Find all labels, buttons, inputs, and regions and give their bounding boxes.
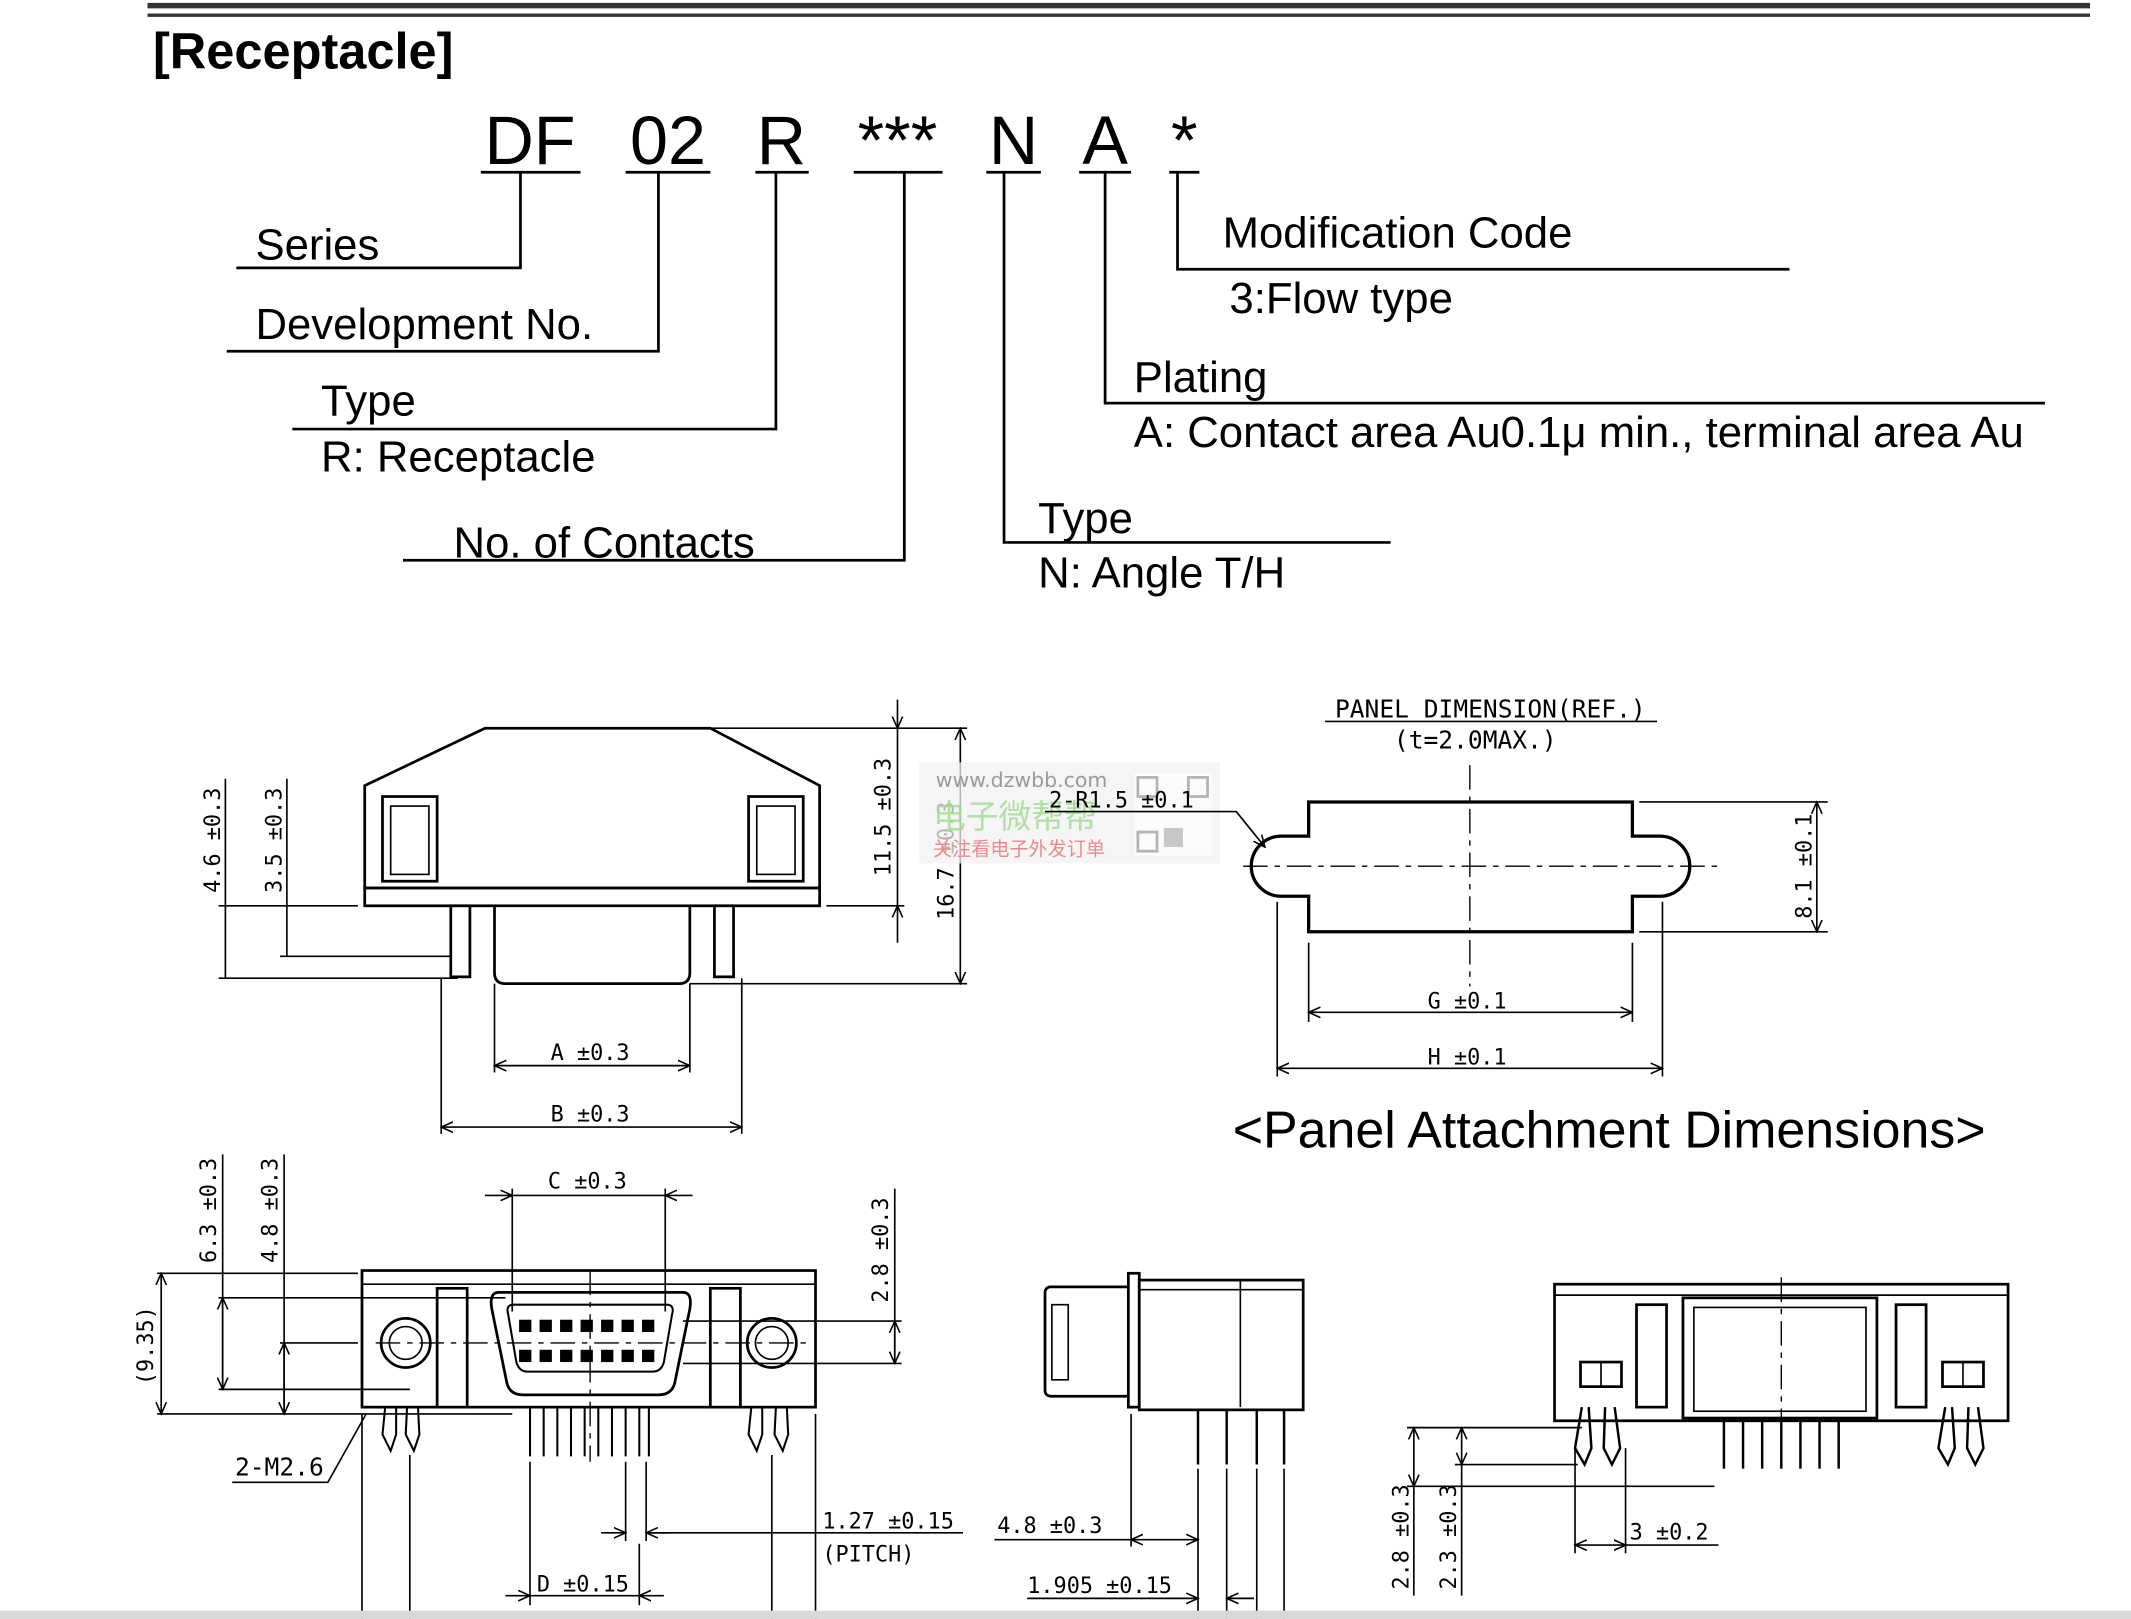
front-view-drawing: (9.35) 6.3 ±0.3 4.8 ±0.3 C ±0.3 2.8 ±0.3… [134,1154,964,1619]
dim-3-5: 3.5 ±0.3 [262,788,287,893]
dim-6-3: 6.3 ±0.3 [197,1158,222,1263]
pitch-value: 1.27 ±0.15 [822,1510,954,1535]
modification-title: Modification Code [1223,208,1573,257]
dim-c: C ±0.3 [548,1170,627,1195]
side-dim-1-905: 1.905 ±0.15 [1027,1574,1172,1599]
panel-cutout-drawing: PANEL DIMENSION(REF.) (t=2.0MAX.) 8.1 ±0… [1243,694,1828,1077]
watermark-url: www.dzwbb.com [936,768,1108,792]
side-view-drawing: 4.8 ±0.3 1.905 ±0.15 [994,1271,1305,1619]
header-rule [147,2,2091,17]
code-series: DF [484,103,575,179]
bottom-view-drawing: 2.8 ±0.3 2.3 ±0.3 3 ±0.2 [1389,1277,2010,1596]
bottom-dim-3: 3 ±0.2 [1630,1521,1709,1546]
qr-code-icon [1133,773,1212,856]
type-r-desc: R: Receptacle [321,432,596,481]
code-modification: * [1171,103,1198,179]
type-n-desc: N: Angle T/H [1038,549,1285,598]
screw-size-label: 2-M2.6 [235,1452,324,1481]
leader-lines [226,172,2045,562]
code-contacts: *** [858,103,938,179]
bottom-dim-2-8: 2.8 ±0.3 [1389,1484,1414,1589]
dim-2-8: 2.8 ±0.3 [869,1197,894,1302]
section-title: [Receptacle] [153,22,453,79]
modification-desc: 3:Flow type [1229,274,1452,323]
dim-a: A ±0.3 [551,1041,630,1066]
plating-title: Plating [1134,353,1268,402]
panel-dim-g: G ±0.1 [1428,989,1507,1014]
bottom-dim-2-3: 2.3 ±0.3 [1437,1484,1462,1589]
panel-caption: <Panel Attachment Dimensions> [1233,1101,1986,1159]
dim-9-35: (9.35) [134,1306,159,1385]
panel-dim-h: H ±0.1 [1428,1045,1507,1070]
contacts-label: No. of Contacts [454,518,755,567]
dim-b: B ±0.3 [551,1103,630,1128]
dim-4-8: 4.8 ±0.3 [258,1158,283,1263]
panel-height-dim: 8.1 ±0.1 [1792,814,1817,919]
code-plating: A [1082,103,1128,179]
series-label: Series [255,221,379,270]
panel-title: PANEL DIMENSION(REF.) [1335,694,1646,723]
development-label: Development No. [255,300,593,349]
plating-desc: A: Contact area Au0.1μ min., terminal ar… [1134,408,2024,457]
side-dim-4-8: 4.8 ±0.3 [997,1514,1102,1539]
dim-4-6: 4.6 ±0.3 [201,788,226,893]
pitch-label: (PITCH) [822,1542,914,1567]
panel-radius-callout: 2-R1.5 ±0.1 [1045,788,1265,847]
part-number: DF 02 R *** N A * [480,103,1200,179]
code-type: R [757,103,806,179]
code-development: 02 [630,103,706,179]
code-mount: N [989,103,1038,179]
watermark: www.dzwbb.com 电子微帮帮 关注看电子外发订单 [919,762,1220,864]
dim-d: D ±0.15 [537,1573,629,1598]
panel-thickness: (t=2.0MAX.) [1394,726,1557,755]
type-r-title: Type [321,376,416,425]
type-n-title: Type [1038,494,1133,543]
watermark-brand: 电子微帮帮 [933,798,1097,836]
panel-radius-dim: 2-R1.5 ±0.1 [1049,788,1194,813]
dim-11-5: 11.5 ±0.3 [872,758,897,876]
top-view-drawing: 4.6 ±0.3 3.5 ±0.3 11.5 ±0.3 16.7 ±0.3 A … [201,699,968,1134]
bottom-edge-bar [0,1610,2131,1619]
watermark-slogan: 关注看电子外发订单 [933,837,1105,860]
